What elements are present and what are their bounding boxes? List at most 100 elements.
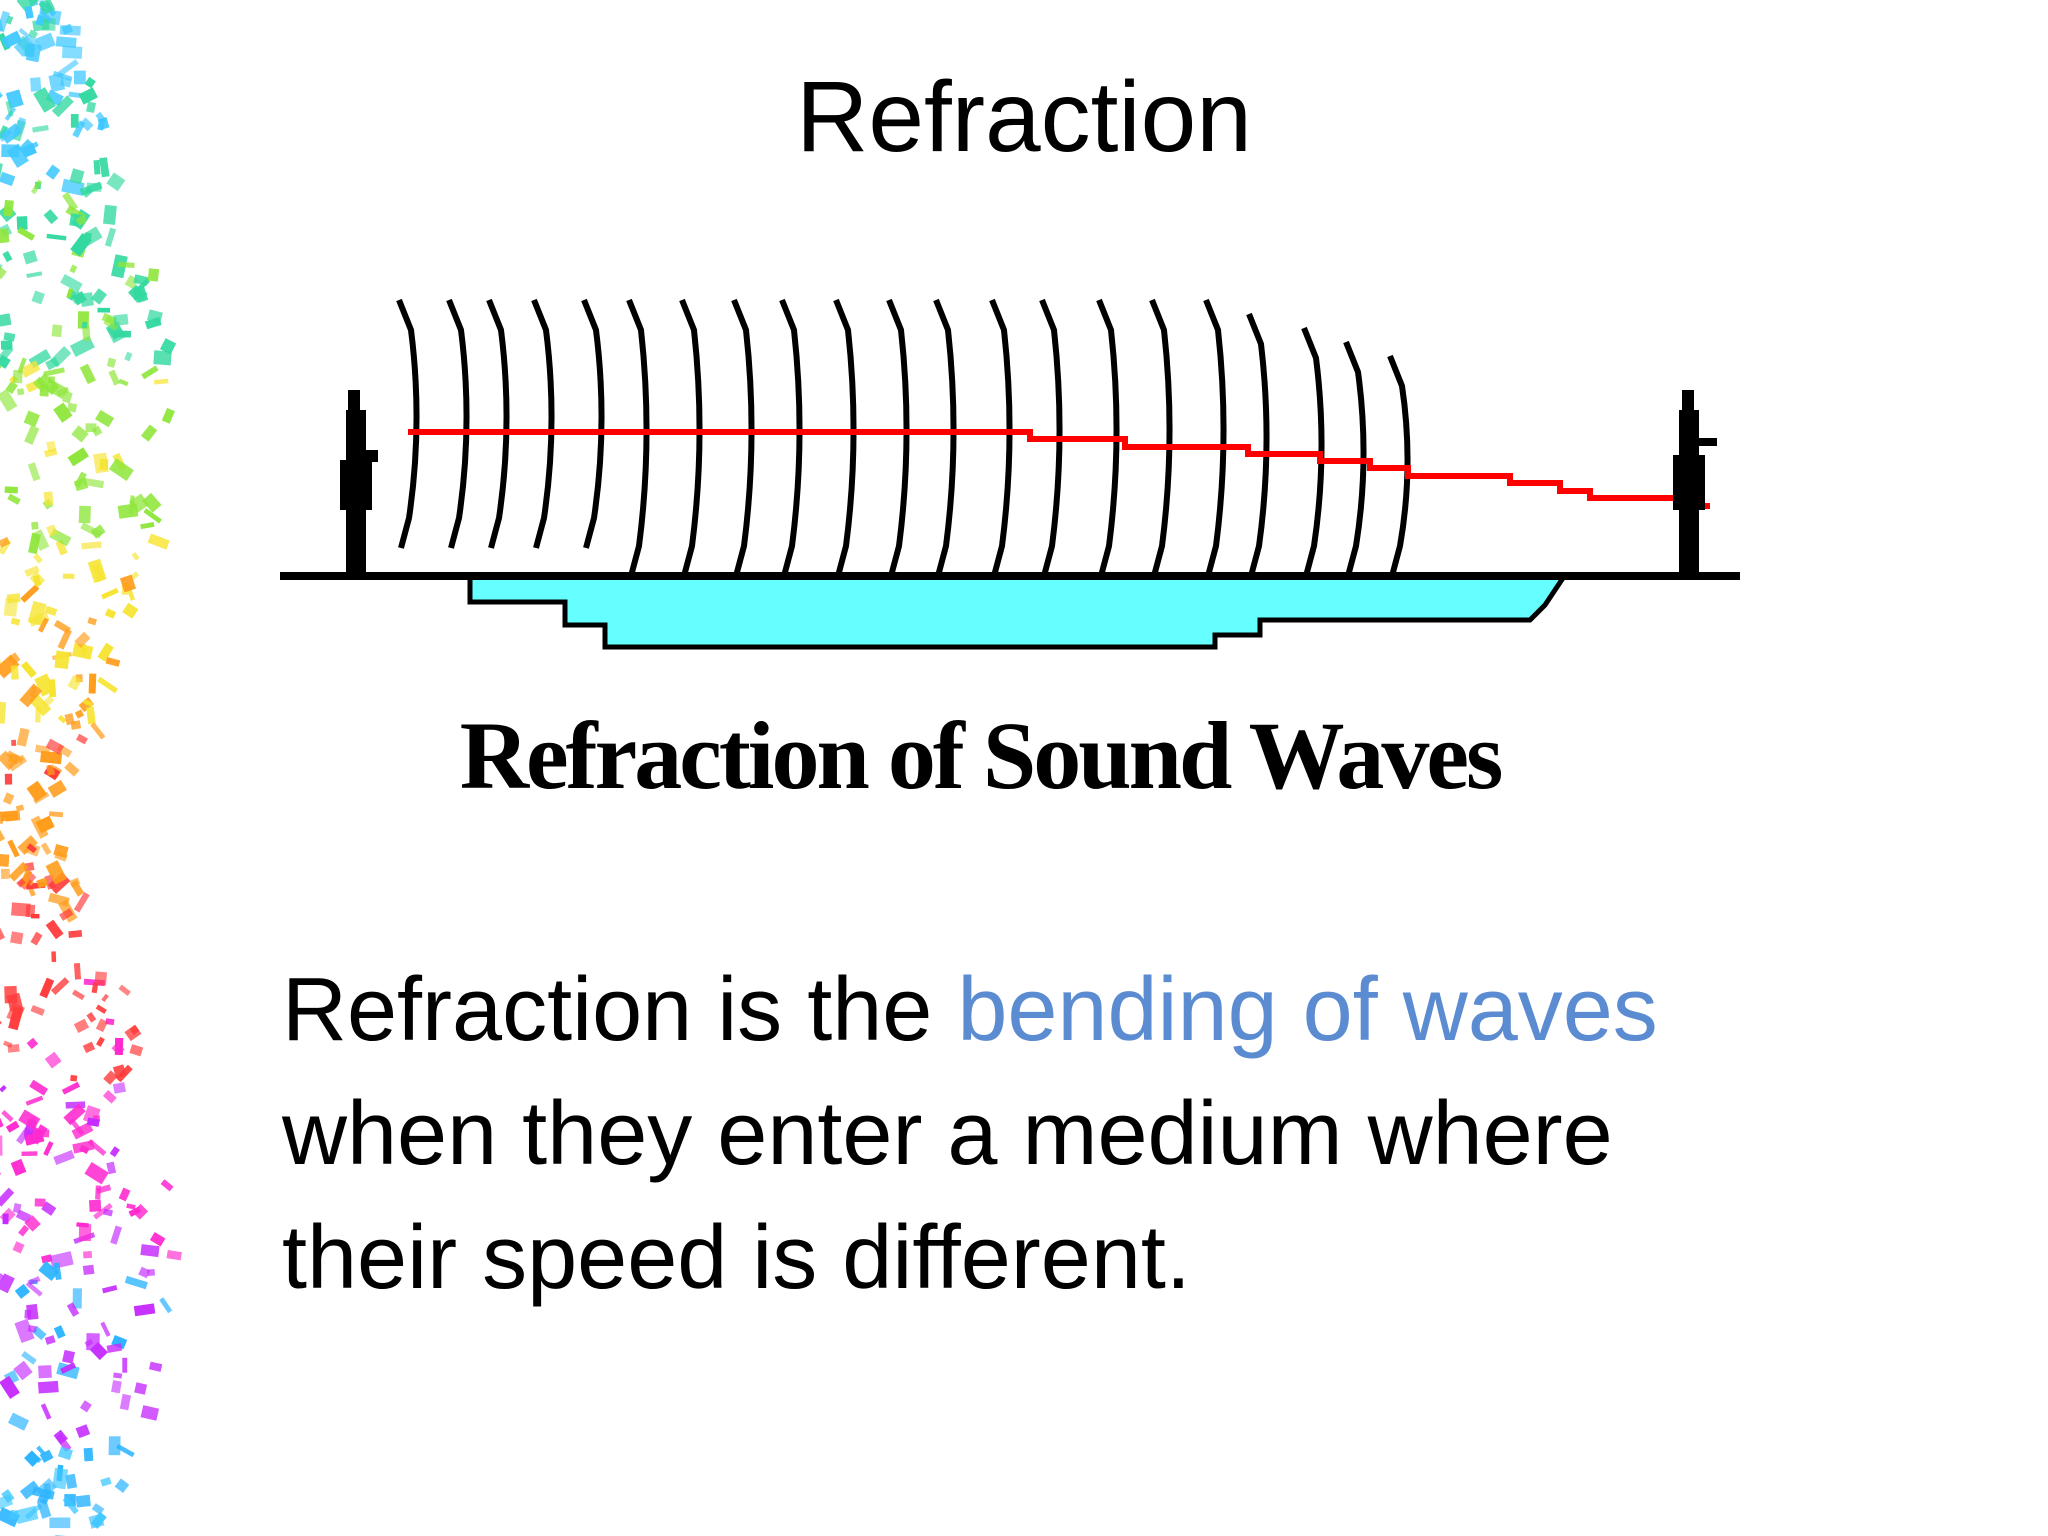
confetti-piece [166, 1249, 182, 1261]
confetti-piece [62, 573, 75, 580]
confetti-piece [13, 1360, 33, 1381]
confetti-piece [78, 1223, 92, 1242]
confetti-piece [55, 36, 77, 49]
confetti-piece [9, 1509, 19, 1521]
confetti-piece [33, 553, 43, 564]
confetti-piece [51, 324, 63, 338]
confetti-piece [114, 1478, 130, 1493]
confetti-piece [53, 1150, 75, 1165]
confetti-piece [0, 313, 12, 329]
confetti-piece [39, 1449, 54, 1463]
confetti-piece [13, 35, 36, 58]
confetti-piece [47, 779, 67, 798]
wavefront [779, 298, 803, 577]
confetti-piece [43, 209, 59, 225]
confetti-piece [0, 701, 7, 724]
confetti-piece [161, 407, 175, 424]
confetti-piece [86, 1012, 97, 1023]
confetti-piece [93, 160, 101, 175]
confetti-piece [54, 851, 68, 862]
confetti-piece [39, 977, 55, 999]
diagram-caption: Refraction of Sound Waves [459, 702, 1504, 809]
confetti-piece [33, 791, 50, 804]
confetti-piece [3, 597, 18, 617]
confetti-piece [49, 1517, 71, 1529]
refracted-sound-ray [408, 429, 1710, 509]
wavefront [833, 298, 857, 577]
confetti-piece [0, 125, 8, 139]
confetti-piece [86, 706, 96, 725]
confetti-piece [18, 27, 38, 46]
confetti-piece [33, 87, 57, 113]
confetti-piece [59, 25, 81, 36]
confetti-piece [0, 1118, 4, 1129]
confetti-piece [32, 1486, 55, 1500]
confetti-piece [122, 602, 139, 619]
confetti-piece [40, 1403, 52, 1420]
confetti-piece [48, 811, 64, 818]
confetti-piece [50, 977, 70, 995]
confetti-piece [0, 265, 7, 280]
confetti-piece [29, 1079, 49, 1096]
confetti-piece [60, 274, 83, 293]
confetti-piece [8, 1006, 24, 1031]
confetti-piece [38, 1261, 60, 1282]
confetti-piece [89, 1199, 102, 1212]
confetti-piece [34, 1198, 46, 1207]
confetti-piece [73, 70, 86, 85]
confetti-piece [48, 892, 70, 907]
confetti-piece [26, 1303, 39, 1321]
confetti-piece [73, 962, 82, 980]
confetti-piece [0, 1163, 2, 1188]
confetti-piece [81, 325, 91, 342]
confetti-piece [27, 1276, 41, 1286]
confetti-piece [79, 117, 94, 132]
confetti-piece [102, 204, 117, 225]
confetti-piece [0, 853, 10, 867]
confetti-piece [24, 425, 40, 445]
confetti-piece [38, 1365, 52, 1379]
confetti-piece [24, 565, 40, 577]
wavefront [581, 298, 605, 549]
confetti-piece [66, 288, 74, 299]
confetti-piece [86, 101, 97, 114]
confetti-piece [59, 908, 74, 921]
confetti-piece [57, 59, 79, 77]
confetti-piece [105, 656, 121, 667]
confetti-piece [84, 1161, 109, 1185]
confetti-piece [131, 552, 140, 561]
confetti-piece [153, 378, 169, 385]
confetti-piece [0, 811, 7, 825]
confetti-piece [27, 462, 41, 482]
confetti-piece [37, 1380, 59, 1394]
definition-highlight: bending of waves [957, 960, 1658, 1060]
confetti-piece [8, 861, 29, 882]
confetti-piece [17, 226, 36, 241]
confetti-piece [79, 181, 103, 196]
confetti-piece [30, 77, 42, 92]
confetti-piece [37, 617, 49, 633]
confetti-piece [41, 695, 55, 708]
confetti-piece [66, 1302, 80, 1317]
confetti-piece [133, 1303, 156, 1317]
confetti-piece [20, 584, 40, 603]
confetti-piece [57, 628, 73, 650]
confetti-piece [6, 143, 29, 168]
confetti-piece [104, 608, 117, 619]
confetti-piece [0, 925, 6, 942]
wavefront [989, 298, 1013, 577]
confetti-piece [118, 1187, 131, 1202]
confetti-border-decoration [0, 0, 182, 1536]
confetti-piece [24, 141, 39, 153]
confetti-piece [73, 891, 90, 913]
confetti-piece [106, 1161, 117, 1175]
confetti-piece [74, 631, 91, 648]
confetti-piece [16, 878, 26, 888]
confetti-piece [10, 931, 24, 945]
confetti-piece [32, 376, 49, 393]
confetti-piece [12, 1241, 25, 1254]
confetti-piece [72, 1288, 83, 1309]
confetti-piece [7, 839, 20, 858]
confetti-piece [54, 650, 70, 670]
confetti-piece [78, 505, 91, 524]
